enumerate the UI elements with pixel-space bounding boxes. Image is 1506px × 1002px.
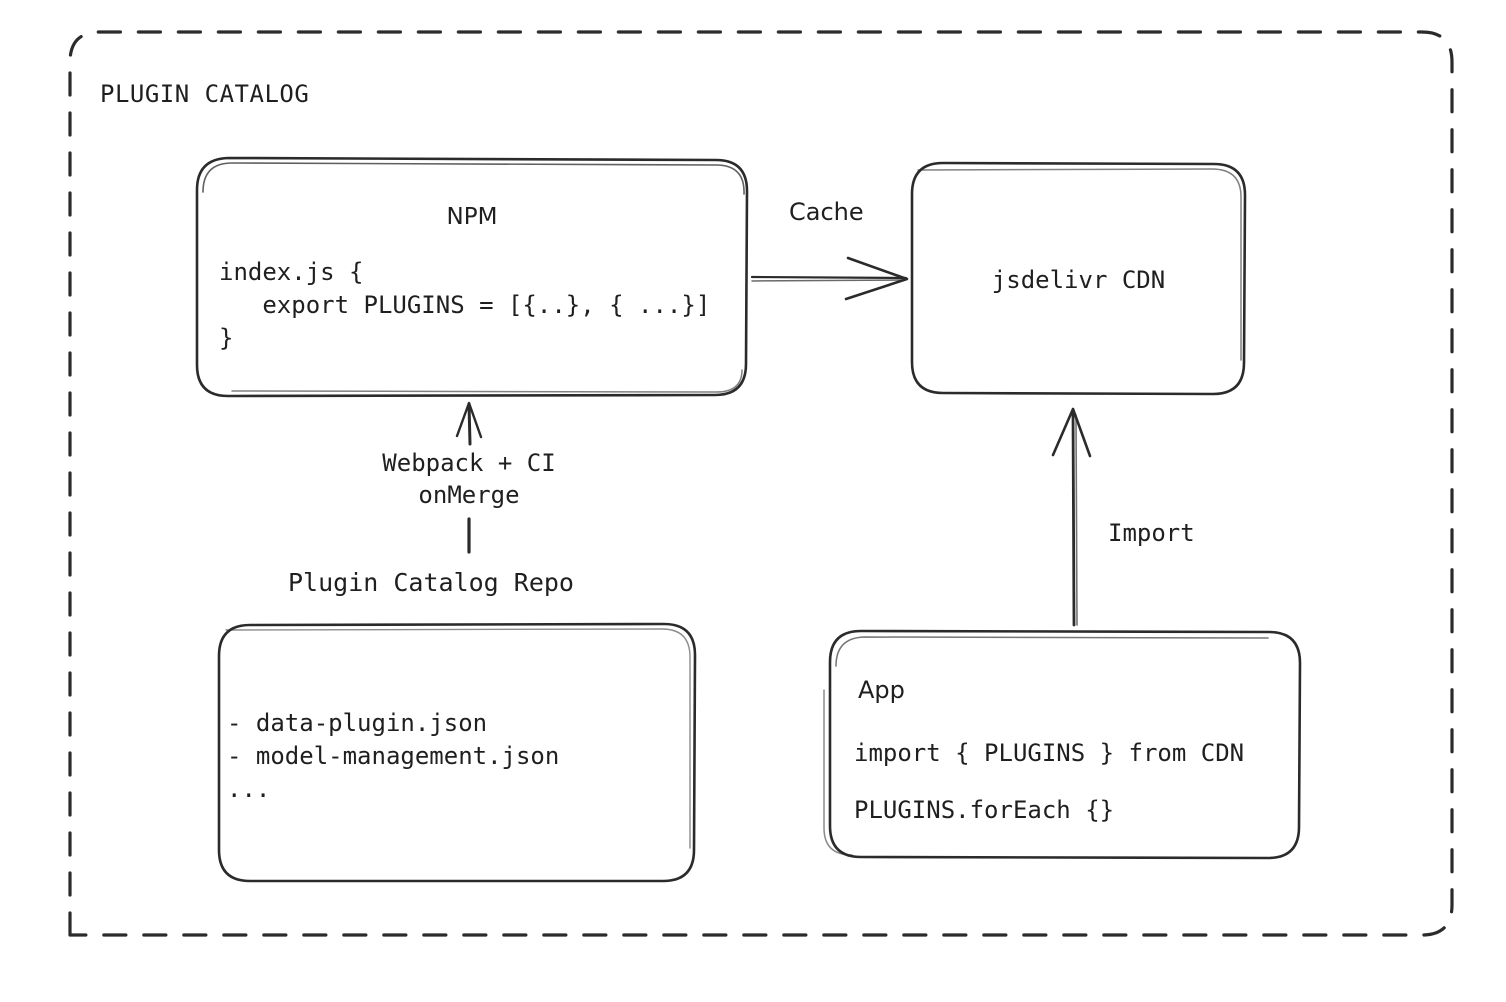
edge-label-onmerge: onMerge — [418, 481, 520, 509]
edge-app-to-cdn-line2 — [1075, 414, 1078, 626]
edge-label-cache: Cache — [789, 198, 864, 226]
edge-label-import: Import — [1108, 519, 1195, 547]
repo-file-line-3: ... — [227, 775, 271, 803]
app-title: App — [858, 676, 905, 704]
node-npm[interactable]: NPM index.js { export PLUGINS = [{..}, {… — [197, 158, 747, 396]
edge-label-webpack-ci: Webpack + CI — [382, 449, 556, 477]
app-code-line-1: import { PLUGINS } from CDN — [854, 739, 1245, 767]
npm-code-line-1: index.js { — [219, 258, 364, 286]
node-plugin-catalog-repo[interactable]: - data-plugin.json - model-management.js… — [219, 624, 695, 881]
repo-file-line-1: - data-plugin.json — [227, 709, 488, 737]
edge-repo-to-npm-arrowhead — [455, 401, 483, 439]
edge-npm-to-cdn-arrowhead — [844, 256, 909, 301]
edge-repo-to-npm-line-upper — [467, 402, 472, 446]
npm-code-line-3: } — [219, 324, 234, 352]
edge-npm-to-cdn-line — [750, 275, 908, 280]
edge-app-to-cdn-line — [1071, 408, 1076, 627]
node-app[interactable]: App import { PLUGINS } from CDN PLUGINS.… — [830, 631, 1300, 858]
repo-file-line-2: - model-management.json — [227, 742, 560, 770]
npm-code-line-2: export PLUGINS = [{..}, { ...}] — [219, 291, 711, 319]
node-jsdelivr-cdn[interactable]: jsdelivr CDN — [912, 163, 1245, 394]
cdn-title: jsdelivr CDN — [991, 266, 1166, 294]
edge-npm-to-cdn-line2 — [751, 279, 903, 282]
repo-caption: Plugin Catalog Repo — [288, 568, 574, 597]
app-code-line-2: PLUGINS.forEach {} — [854, 796, 1115, 824]
frame-title: PLUGIN CATALOG — [100, 80, 310, 108]
npm-title: NPM — [446, 204, 498, 230]
edge-app-to-cdn-arrowhead — [1051, 407, 1092, 458]
